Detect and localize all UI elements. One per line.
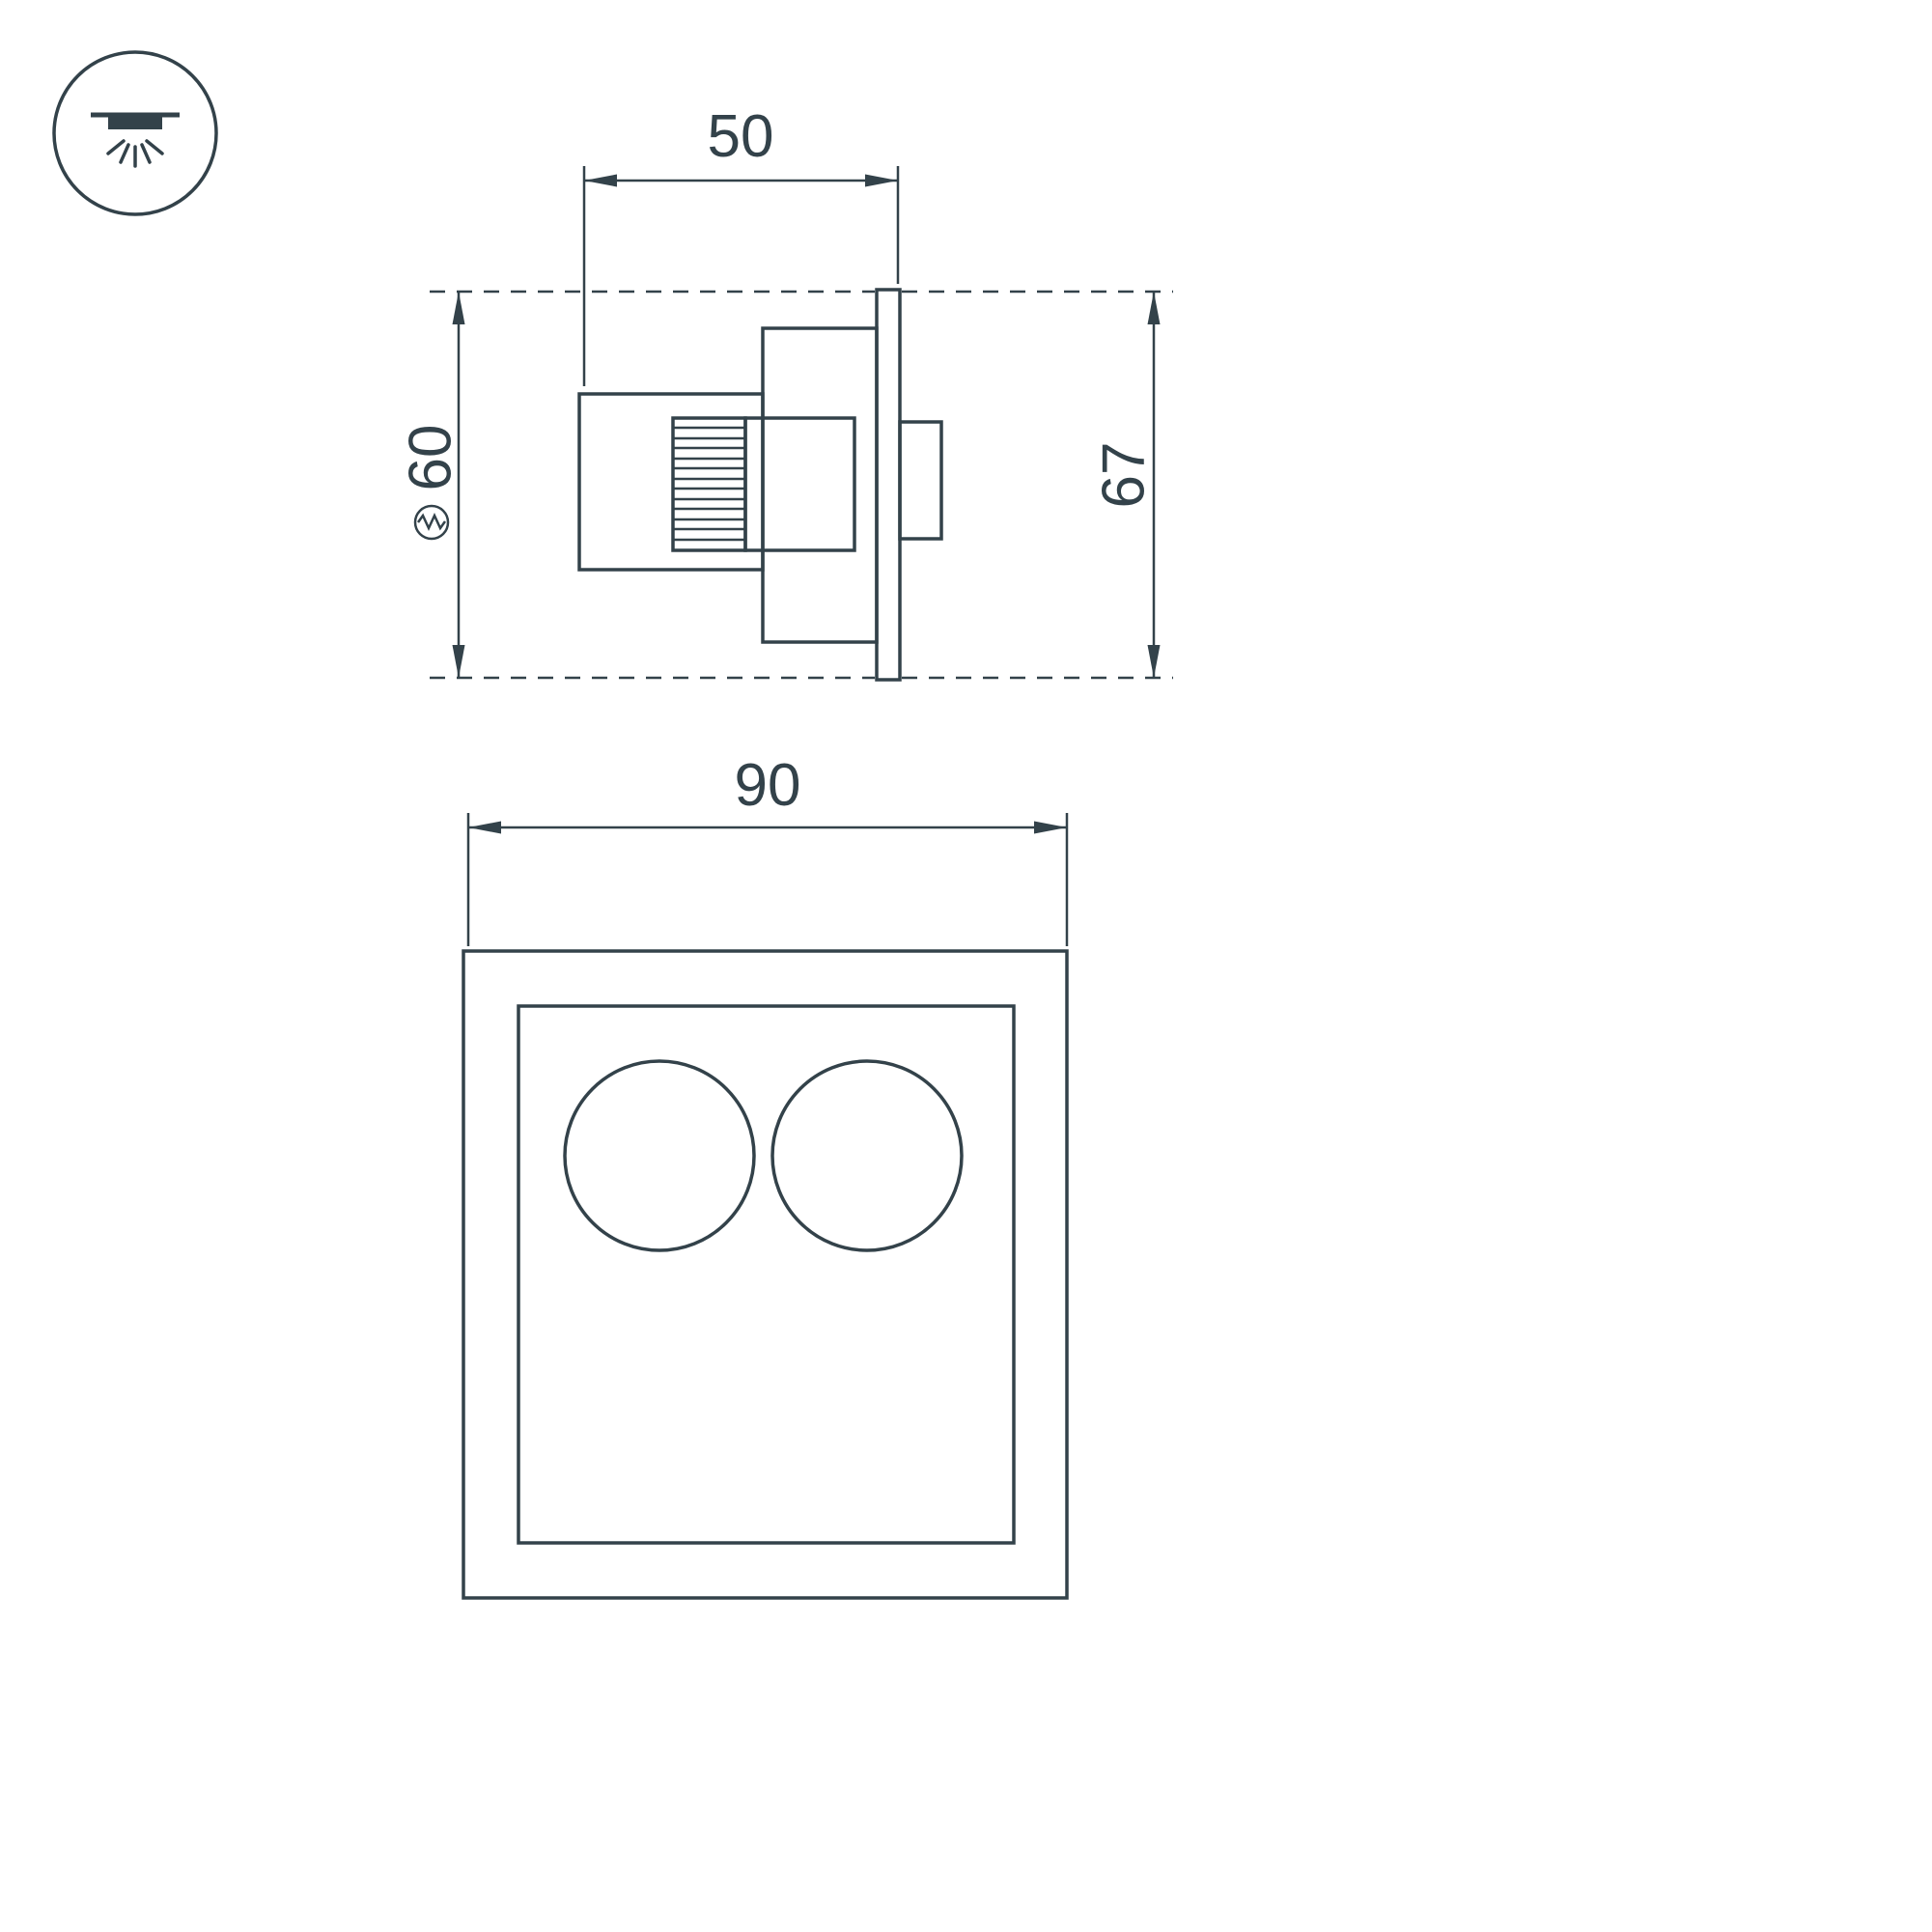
light-ray	[119, 143, 130, 164]
cutout-hole-icon	[413, 504, 450, 541]
arrowhead-left	[584, 174, 617, 187]
lamp-opening-left	[563, 1059, 756, 1252]
heatsink-fins	[673, 426, 745, 542]
arrowhead-right	[865, 174, 898, 187]
main-body	[761, 326, 879, 644]
fixture-inner-frame	[517, 1004, 1016, 1545]
lamp-opening-right	[770, 1059, 964, 1252]
driver-block	[743, 416, 856, 552]
light-ray	[106, 139, 126, 155]
dimension-width-label: 90	[735, 752, 801, 819]
side-view: 50 60 67	[398, 103, 1173, 682]
arrowhead-bottom	[1147, 645, 1161, 678]
dimension-depth-label: 50	[708, 103, 774, 170]
dimension-cutout-label: 60	[398, 425, 464, 491]
light-ray	[145, 139, 164, 155]
cutout-icon-circle	[413, 504, 450, 541]
fixture-side-profile	[577, 288, 943, 682]
rear-housing	[577, 392, 765, 572]
bottom-view: 90	[462, 752, 1069, 1600]
light-ray	[140, 143, 152, 164]
icon-border-circle	[52, 50, 218, 216]
arrowhead-left	[468, 821, 501, 834]
mounting-flange	[875, 288, 902, 682]
cutout-icon-zigzag	[416, 513, 447, 531]
dimension-depth: 50	[582, 103, 900, 386]
dimension-height-label: 67	[1091, 442, 1158, 509]
dimension-height: 67	[1091, 292, 1161, 678]
fixture-outer-frame	[462, 949, 1069, 1600]
dimension-cutout: 60	[398, 292, 465, 678]
dimension-width: 90	[466, 752, 1069, 946]
arrowhead-top	[1147, 292, 1161, 324]
lamp-body	[108, 115, 162, 129]
arrowhead-right	[1034, 821, 1067, 834]
arrowhead-bottom	[452, 645, 465, 678]
arrowhead-top	[452, 292, 465, 324]
recessed-downlight-icon	[52, 50, 218, 216]
trim-protrusion	[898, 420, 943, 541]
